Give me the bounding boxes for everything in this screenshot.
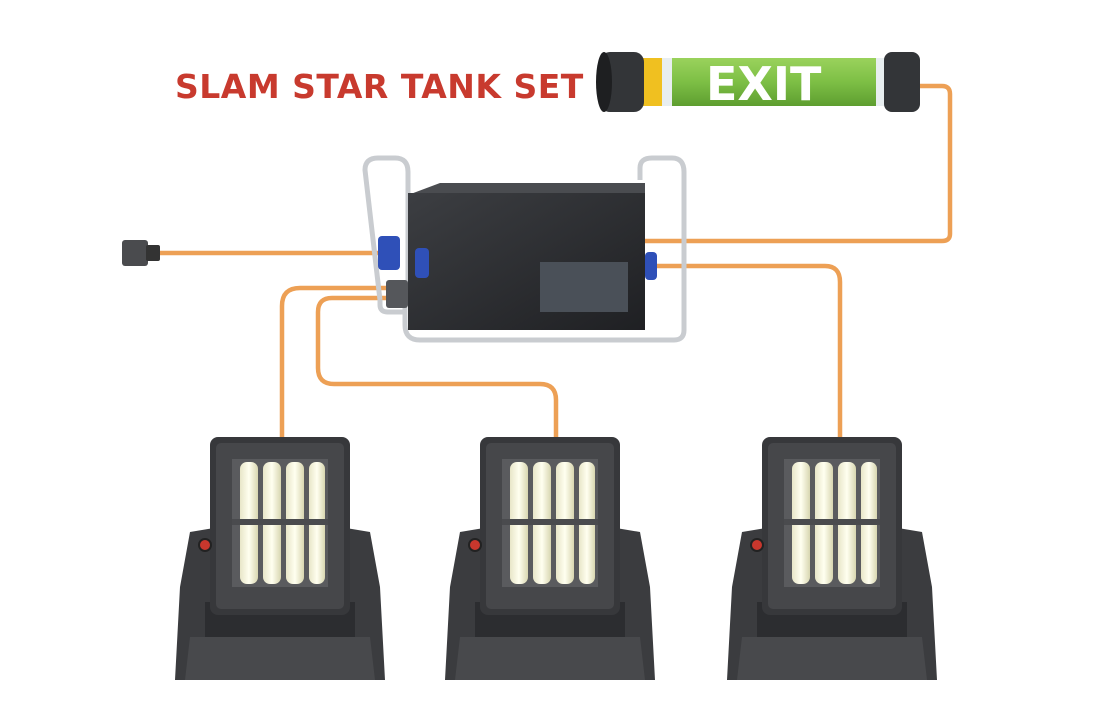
cable-light-1	[279, 285, 391, 440]
work-light-2	[444, 436, 656, 681]
cable-light-3	[647, 263, 843, 440]
work-light-3	[726, 436, 938, 681]
exit-sign: EXIT	[596, 52, 920, 112]
connector-right	[645, 252, 657, 280]
connector-left	[378, 236, 400, 270]
control-box	[362, 155, 687, 343]
exit-label: EXIT	[706, 57, 822, 111]
power-plug	[122, 240, 160, 266]
cable-exit-sign	[642, 83, 953, 244]
connector-front	[415, 248, 429, 278]
cable-light-2	[315, 295, 559, 440]
work-light-1	[174, 436, 386, 681]
title: SLAM STAR TANK SET	[175, 67, 584, 106]
cables	[155, 83, 953, 440]
